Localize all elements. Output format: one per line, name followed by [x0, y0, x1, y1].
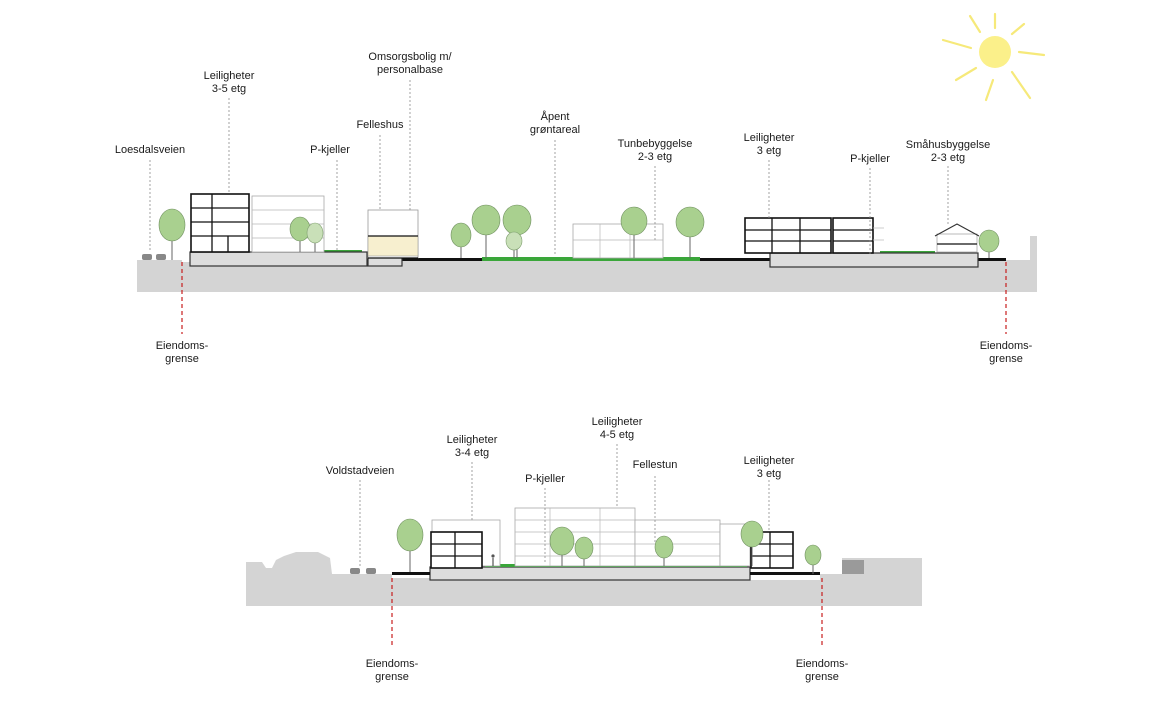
person-icon [491, 554, 495, 566]
label-leiligheter-3-floors: 3 etg [757, 468, 781, 480]
tree-icon [654, 535, 674, 566]
ground-profile [137, 236, 1037, 292]
label-omsorgsbolig-line2: personalbase [377, 64, 443, 76]
tree-icon [574, 536, 594, 566]
label-tunbebyggelse-floors: 2-3 etg [638, 151, 672, 163]
tree-icon [978, 229, 1000, 258]
label-leiligheter-3-floors: 3 etg [757, 145, 781, 157]
neighbor-building [842, 560, 864, 574]
tree-icon [675, 206, 705, 258]
label-leiligheter-3: Leiligheter [744, 455, 795, 467]
section-2: Voldstadveien Leiligheter 3-4 etg Leilig… [246, 416, 922, 683]
road-surface [978, 258, 1006, 261]
car-icon [142, 254, 166, 260]
tree-icon [740, 520, 764, 566]
label-eiendomsgrense-left-line2: grense [375, 671, 409, 683]
label-eiendomsgrense-right: Eiendoms- [980, 340, 1033, 352]
road-surface [392, 572, 430, 575]
label-eiendomsgrense-right: Eiendoms- [796, 658, 849, 670]
courtyard-houses [572, 223, 664, 259]
label-p-kjeller: P-kjeller [525, 473, 565, 485]
tree-icon [505, 231, 523, 258]
label-p-kjeller: P-kjeller [310, 144, 350, 156]
felleshus-building [367, 209, 419, 259]
label-leiligheter-3-5: Leiligheter [204, 70, 255, 82]
label-apent: Åpent [541, 110, 570, 123]
sun-icon [941, 12, 1046, 102]
section-1: Loesdalsveien Leiligheter 3-5 etg Omsorg… [115, 51, 1037, 365]
apartment-block-right [750, 531, 794, 569]
label-eiendomsgrense-right-line2: grense [805, 671, 839, 683]
background-buildings [431, 507, 751, 567]
label-eiendomsgrense-left-line2: grense [165, 353, 199, 365]
tree-icon [804, 544, 822, 574]
label-leiligheter-3-4-floors: 3-4 etg [455, 447, 489, 459]
ground-profile [246, 552, 922, 606]
tree-icon [450, 222, 472, 258]
label-felleshus: Felleshus [356, 119, 404, 131]
label-eiendomsgrense-right-line2: grense [989, 353, 1023, 365]
label-leiligheter-3-5-floors: 3-5 etg [212, 83, 246, 95]
car-icon [350, 568, 376, 574]
tree-icon [471, 204, 501, 258]
label-loesdalsveien: Loesdalsveien [115, 144, 185, 156]
tree-icon [620, 206, 648, 258]
label-smahus-floors: 2-3 etg [931, 152, 965, 164]
label-voldstadveien: Voldstadveien [326, 465, 395, 477]
label-p-kjeller-right: P-kjeller [850, 153, 890, 165]
parking-basement [429, 566, 751, 581]
tree-icon [549, 526, 575, 566]
label-grontareal: grøntareal [530, 124, 580, 136]
label-leiligheter-4-5: Leiligheter [592, 416, 643, 428]
small-house [934, 223, 980, 253]
label-fellestun: Fellestun [633, 459, 678, 471]
tree-icon [502, 204, 532, 258]
parking-basement [769, 252, 979, 268]
parking-basement [189, 251, 368, 267]
label-omsorgsbolig: Omsorgsbolig m/ [368, 51, 452, 63]
tree-icon [306, 222, 324, 252]
label-leiligheter-3-4: Leiligheter [447, 434, 498, 446]
apartment-block-left [430, 531, 483, 569]
tree-icon [158, 208, 186, 260]
green-area [482, 257, 700, 261]
road-surface [750, 572, 820, 575]
label-tunbebyggelse: Tunbebyggelse [618, 138, 693, 150]
label-eiendomsgrense-left: Eiendoms- [366, 658, 419, 670]
label-leiligheter-3: Leiligheter [744, 132, 795, 144]
label-leiligheter-4-5-floors: 4-5 etg [600, 429, 634, 441]
tree-icon [396, 518, 424, 572]
label-smahus: Småhusbyggelse [906, 139, 990, 151]
apartment-block-right [744, 217, 884, 254]
road-surface [702, 258, 770, 261]
label-eiendomsgrense-left: Eiendoms- [156, 340, 209, 352]
